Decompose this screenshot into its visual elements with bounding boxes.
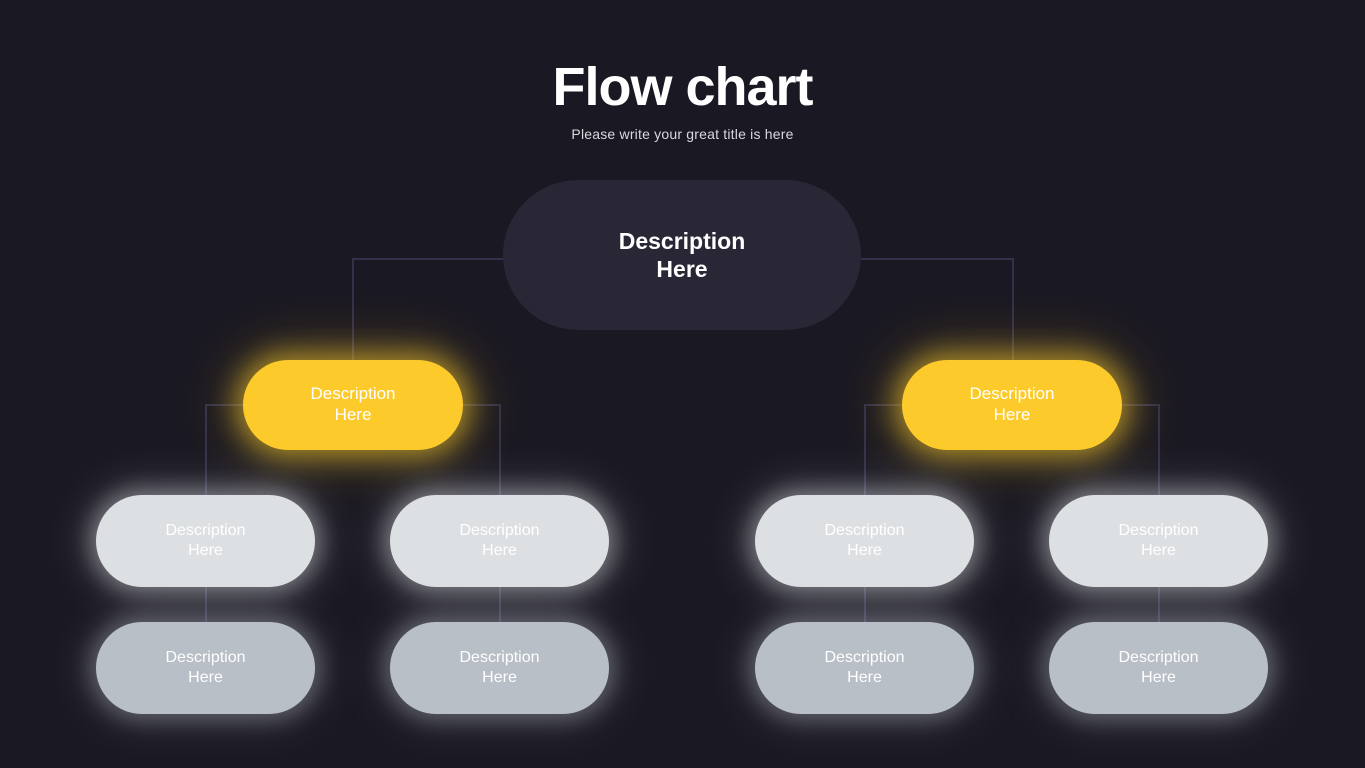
connector-l3-4-to-l4-4 [1158,560,1160,650]
connector-l2-2-to-l3-3 [864,404,866,514]
node-level4-4-line1: Description [1118,649,1199,667]
node-level4-2-line1: Description [459,649,540,667]
connector-l2-1-to-l3-2 [499,404,501,514]
page-title: Flow chart [552,57,813,117]
node-level3-2-line1: Description [459,522,540,540]
node-level2-left-line1: Description [310,384,396,404]
node-level3-2-line2: Here [482,542,517,559]
node-level3-4-line2: Here [1141,542,1176,559]
page-subtitle: Please write your great title is here [571,126,794,142]
node-level2-right-line2: Here [993,405,1031,424]
connector-l3-3-to-l4-3 [864,560,866,650]
connector-l2-2-to-l3-4 [1158,404,1160,514]
node-level4-1-line1: Description [165,649,246,667]
node-level2-left-line2: Here [334,405,372,424]
node-level3-3-line1: Description [824,522,905,540]
node-level2-right-line1: Description [969,384,1055,404]
node-level3-3-line2: Here [847,542,882,559]
node-level4-3-line1: Description [824,649,905,667]
node-level3-4-line1: Description [1118,522,1199,540]
connector-root-to-l2-1 [352,258,354,388]
connector-l3-1-to-l4-1 [205,560,207,650]
node-root-line2: Here [656,256,708,282]
node-level3-1-line2: Here [188,542,223,559]
connector-l2-1-to-l3-1 [205,404,207,514]
node-level4-3-line2: Here [847,669,882,686]
connector-l3-2-to-l4-2 [499,560,501,650]
connector-root-to-l2-2 [1012,258,1014,388]
node-level4-2-line2: Here [482,669,517,686]
node-level4-1-line2: Here [188,669,223,686]
node-level4-4-line2: Here [1141,669,1176,686]
node-level3-1-line1: Description [165,522,246,540]
node-root-line1: Description [618,227,746,254]
